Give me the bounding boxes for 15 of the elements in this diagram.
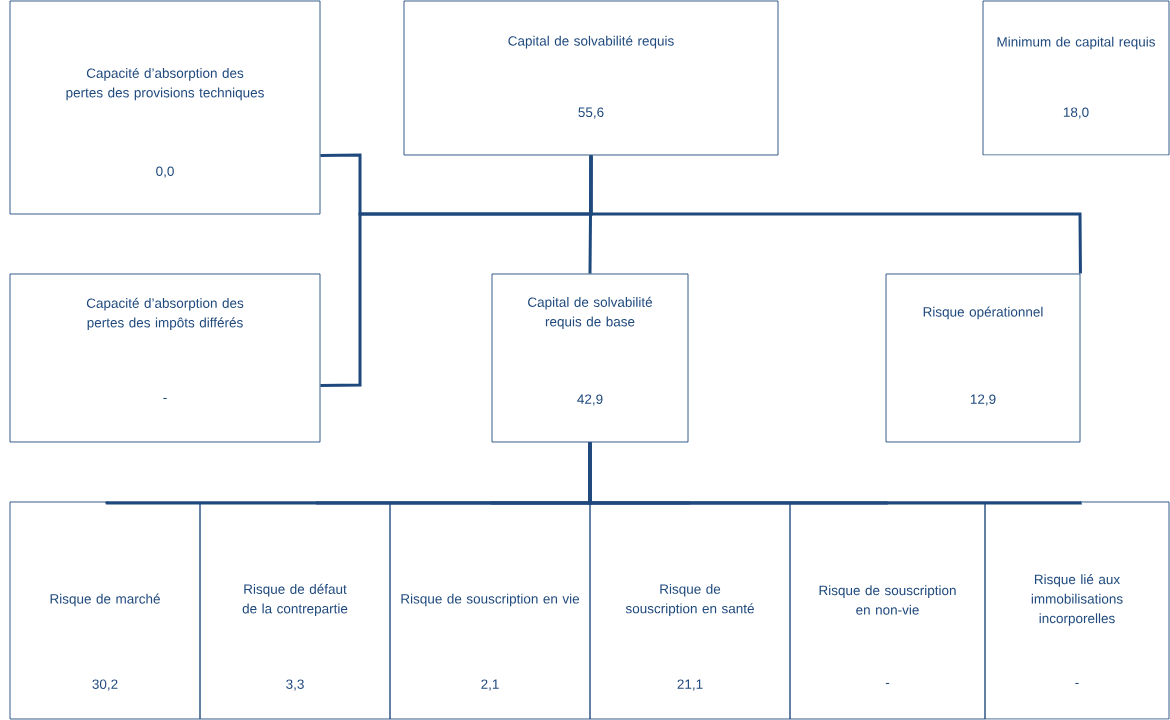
text-box: Risque de souscription en non-vie - [789,501,986,720]
text-box: Minimum de capital requis 18,0 [982,0,1170,156]
text-box: Capital de solvabilité requis de base 42,9 [491,273,689,443]
text-box: Risque lié aux immobilisations incorporelles - [984,501,1170,720]
text-box: Capacité d’absorption des pertes des provisions techniques 0,0 [9,0,321,215]
text-box: Risque de souscription en santé 21,1 [589,501,791,720]
connector-line [320,155,593,387]
text-box: Risque de souscription en vie 2,1 [389,501,591,720]
connector-line [588,442,1083,505]
text-box: Risque opérationnel 12,9 [885,273,1081,443]
text-box: Risque de défaut de la contrepartie 3,3 [199,501,391,720]
text-box: Capital de solvabilité requis 55,6 [403,0,779,156]
text-box: Capacité d’absorption des pertes des impôts différés - [9,273,321,443]
text-box: Risque de marché 30,2 [9,501,201,720]
connector-line [588,155,593,274]
